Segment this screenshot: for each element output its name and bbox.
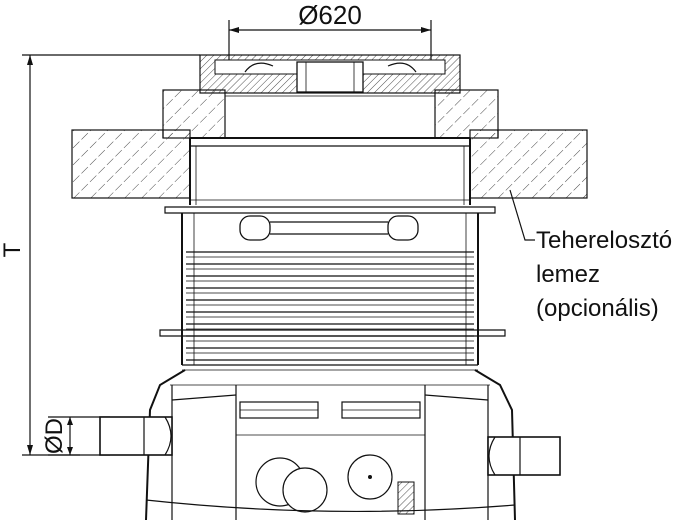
callout-line-3: (opcionális) [536,295,659,322]
top-diameter-label: Ø620 [298,0,362,30]
height-label: T [0,242,26,257]
pipe-diameter-label: ØD [41,418,68,454]
load-distribution-plate [71,129,588,199]
pipe-diameter-dimension: ØD [41,416,110,456]
corrugated-shaft [159,213,506,371]
callout-line-1: Teherelosztó [536,227,672,254]
top-diameter-dimension: Ø620 [228,0,432,60]
concrete-ring [162,89,499,139]
telescopic-tube [164,137,496,214]
callout-line-2: lemez [536,261,600,288]
base-chamber [145,369,516,520]
manhole-cover-frame [199,54,461,94]
corrugation-ribs [186,251,474,361]
load-plate-callout: Teherelosztó lemez (opcionális) [509,189,672,322]
outlet-pipe-right [487,436,561,476]
inlet-pipe-left [99,416,173,456]
